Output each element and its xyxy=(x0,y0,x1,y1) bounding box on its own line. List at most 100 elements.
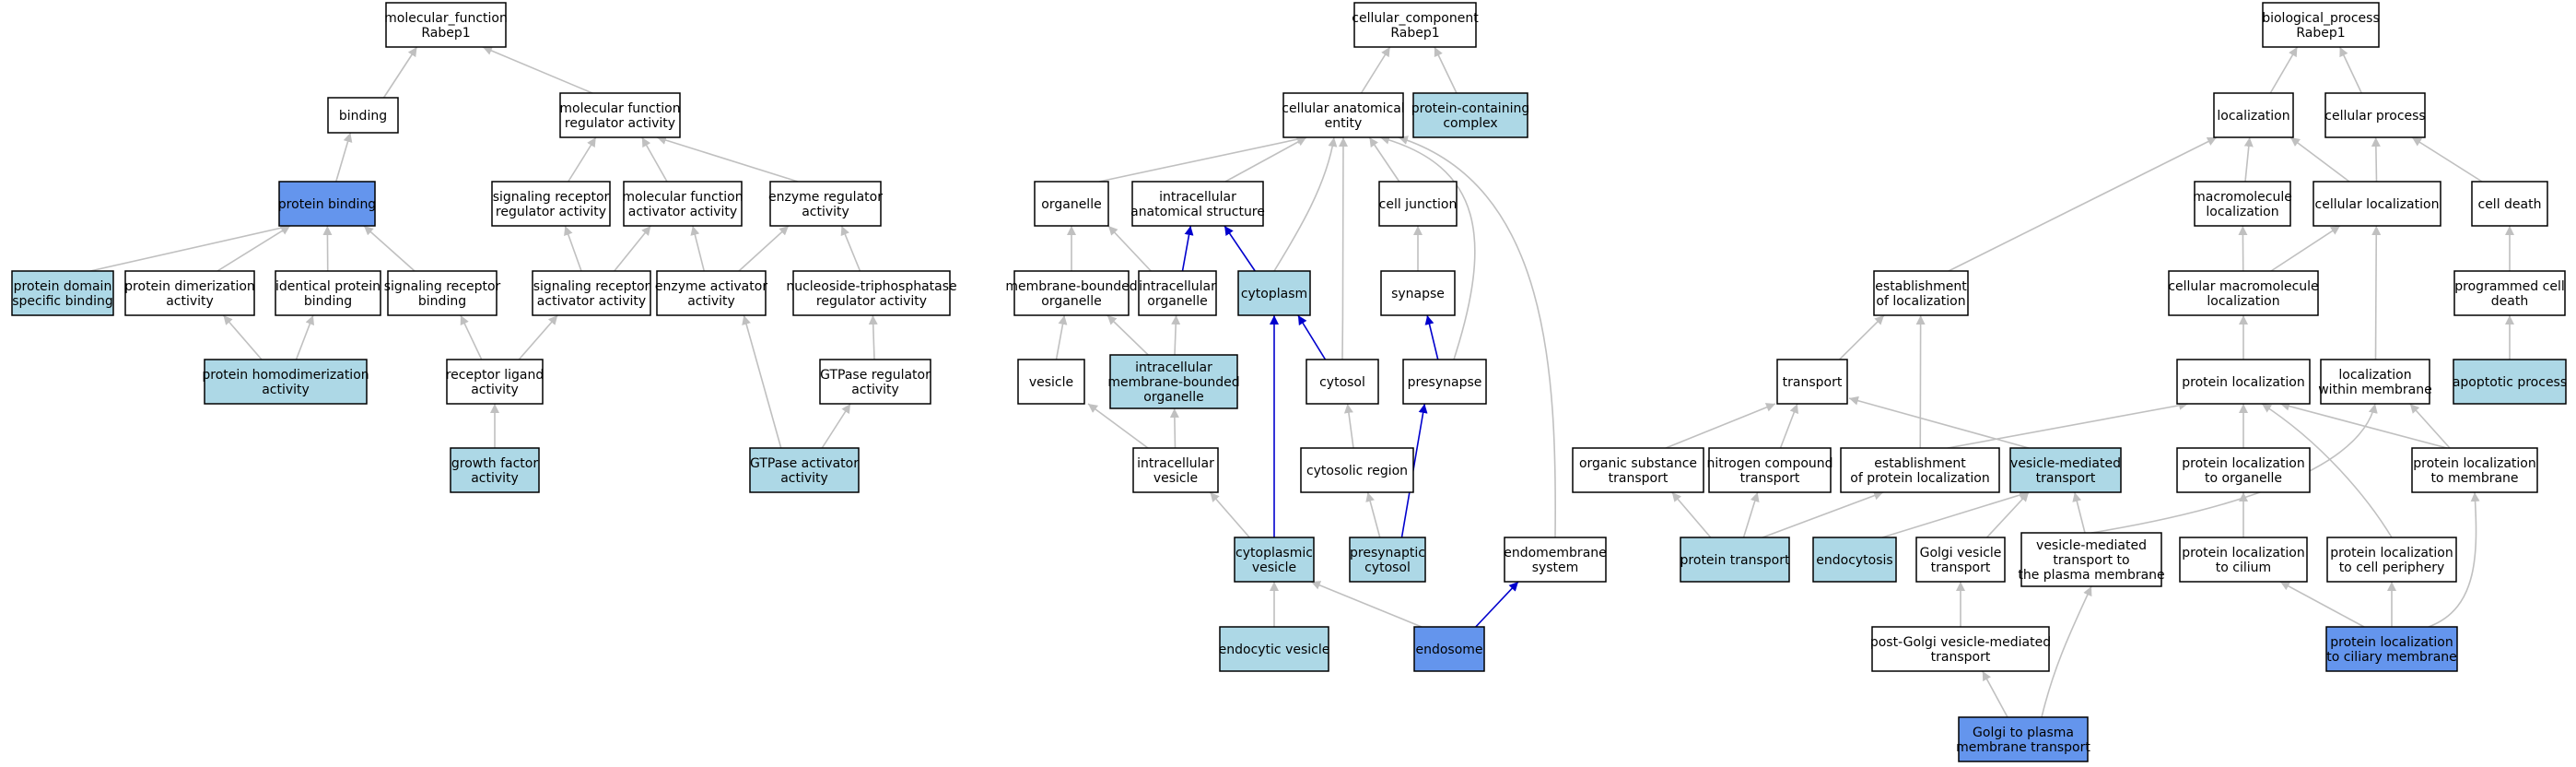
edge-line xyxy=(742,314,782,449)
edge-pdim-to-protein_binding xyxy=(217,225,291,272)
edge-rla-to-srb xyxy=(460,314,483,360)
edge-presynapse-to-synapse xyxy=(1424,314,1439,360)
node-box xyxy=(1219,626,1329,672)
node-label: programmed cell xyxy=(2454,279,2564,294)
node-box xyxy=(1402,359,1487,405)
edge-line xyxy=(1310,581,1423,628)
node-localization: localization xyxy=(2213,92,2294,138)
edge-line xyxy=(1848,395,2030,449)
node-box xyxy=(450,447,540,493)
edge-vmtpm-to-vmt xyxy=(2072,491,2086,534)
node-label: synapse xyxy=(1391,287,1445,301)
edge-line xyxy=(1365,491,1381,538)
node-label: regulator activity xyxy=(565,116,675,131)
edge-cytoplasm-to-ias xyxy=(1224,225,1256,272)
edge-line xyxy=(1169,407,1179,449)
edge-line xyxy=(1209,491,1250,538)
node-label: biological_process xyxy=(2262,11,2380,26)
node-label: specific binding xyxy=(12,294,113,309)
node-label: cytosol xyxy=(1364,560,1411,575)
edge-gpmt-to-pgvmt xyxy=(1982,670,2008,718)
node-label: cell death xyxy=(2478,197,2542,212)
node-label: cellular process xyxy=(2324,109,2425,124)
node-box xyxy=(1958,716,2089,762)
edge-phd-to-pdim xyxy=(222,314,263,360)
node-box xyxy=(2194,181,2291,227)
edge-line xyxy=(1087,403,1149,449)
node-label: macromolecule xyxy=(2193,190,2292,205)
node-label: protein localization xyxy=(2182,456,2304,471)
edge-line xyxy=(1297,314,1327,360)
node-cellular-process: cellular process xyxy=(2324,92,2426,138)
node-box xyxy=(1282,92,1404,138)
node-label: of protein localization xyxy=(1850,471,1989,486)
node-box xyxy=(2320,359,2430,405)
edge-endosome-to-ems xyxy=(1475,581,1519,628)
node-label: protein localization xyxy=(2182,546,2304,560)
node-label: the plasma membrane xyxy=(2018,568,2164,583)
node-box xyxy=(278,181,376,227)
node-box xyxy=(275,270,381,316)
node-organelle: organelle xyxy=(1034,181,1109,227)
edge-line xyxy=(1224,225,1256,272)
edge-ml-to-loc xyxy=(2243,136,2254,183)
node-label: endosome xyxy=(1415,643,1482,657)
node-endosome: endosome xyxy=(1413,626,1485,672)
node-label: localization xyxy=(2206,205,2278,219)
edge-line xyxy=(460,314,483,360)
node-label: vesicle-mediated xyxy=(2036,538,2147,553)
node-box xyxy=(1349,537,1426,583)
node-label: intracellular xyxy=(1137,456,1214,471)
edge-line xyxy=(2270,225,2341,272)
edge-pt-to-nct xyxy=(1742,491,1760,538)
node-label: regulator activity xyxy=(496,205,606,219)
node-label: cellular_component xyxy=(1352,11,1479,26)
node-label: regulator activity xyxy=(816,294,927,309)
edge-ems-to-cae xyxy=(1398,136,1556,538)
node-cell-junction: cell junction xyxy=(1378,181,1458,227)
node-box xyxy=(1132,447,1219,493)
node-transport: transport xyxy=(1776,359,1848,405)
node-box xyxy=(1840,447,2000,493)
node-label: intracellular xyxy=(1139,279,1216,294)
node-label: to cell periphery xyxy=(2339,560,2445,575)
edge-line xyxy=(1434,46,1458,94)
edge-imbo-to-mbo xyxy=(1107,314,1149,356)
edge-iv-to-vesicle xyxy=(1087,403,1149,449)
node-box xyxy=(1138,270,1217,316)
node-label: activity xyxy=(851,383,899,397)
edge-loc-to-bp_root xyxy=(2269,46,2299,94)
node-box xyxy=(1776,359,1848,405)
node-label: protein binding xyxy=(278,197,376,212)
edge-line xyxy=(482,46,593,94)
edge-sraa-to-mf_act xyxy=(614,225,651,272)
node-label: within membrane xyxy=(2318,383,2432,397)
node-box xyxy=(1873,270,1969,316)
node-box xyxy=(1412,92,1528,138)
edge-line xyxy=(1982,670,2008,718)
node-box xyxy=(1812,537,1897,583)
node-label: cellular anatomical xyxy=(1282,101,1404,116)
node-label: transport xyxy=(1931,560,1991,575)
node-box xyxy=(1353,2,1477,48)
node-cellular-localization: cellular localization xyxy=(2313,181,2441,227)
node-box xyxy=(1708,447,1832,493)
node-label: cellular localization xyxy=(2315,197,2440,212)
node-label: localization xyxy=(2207,294,2279,309)
node-label: molecular function xyxy=(559,101,680,116)
node-box xyxy=(2020,532,2162,587)
node-label: establishment xyxy=(1874,456,1966,471)
edge-line xyxy=(1055,314,1068,360)
node-box xyxy=(204,359,368,405)
edge-line xyxy=(2428,491,2480,628)
node-box xyxy=(623,181,743,227)
node-box xyxy=(1306,359,1379,405)
node-label: growth factor xyxy=(451,456,538,471)
